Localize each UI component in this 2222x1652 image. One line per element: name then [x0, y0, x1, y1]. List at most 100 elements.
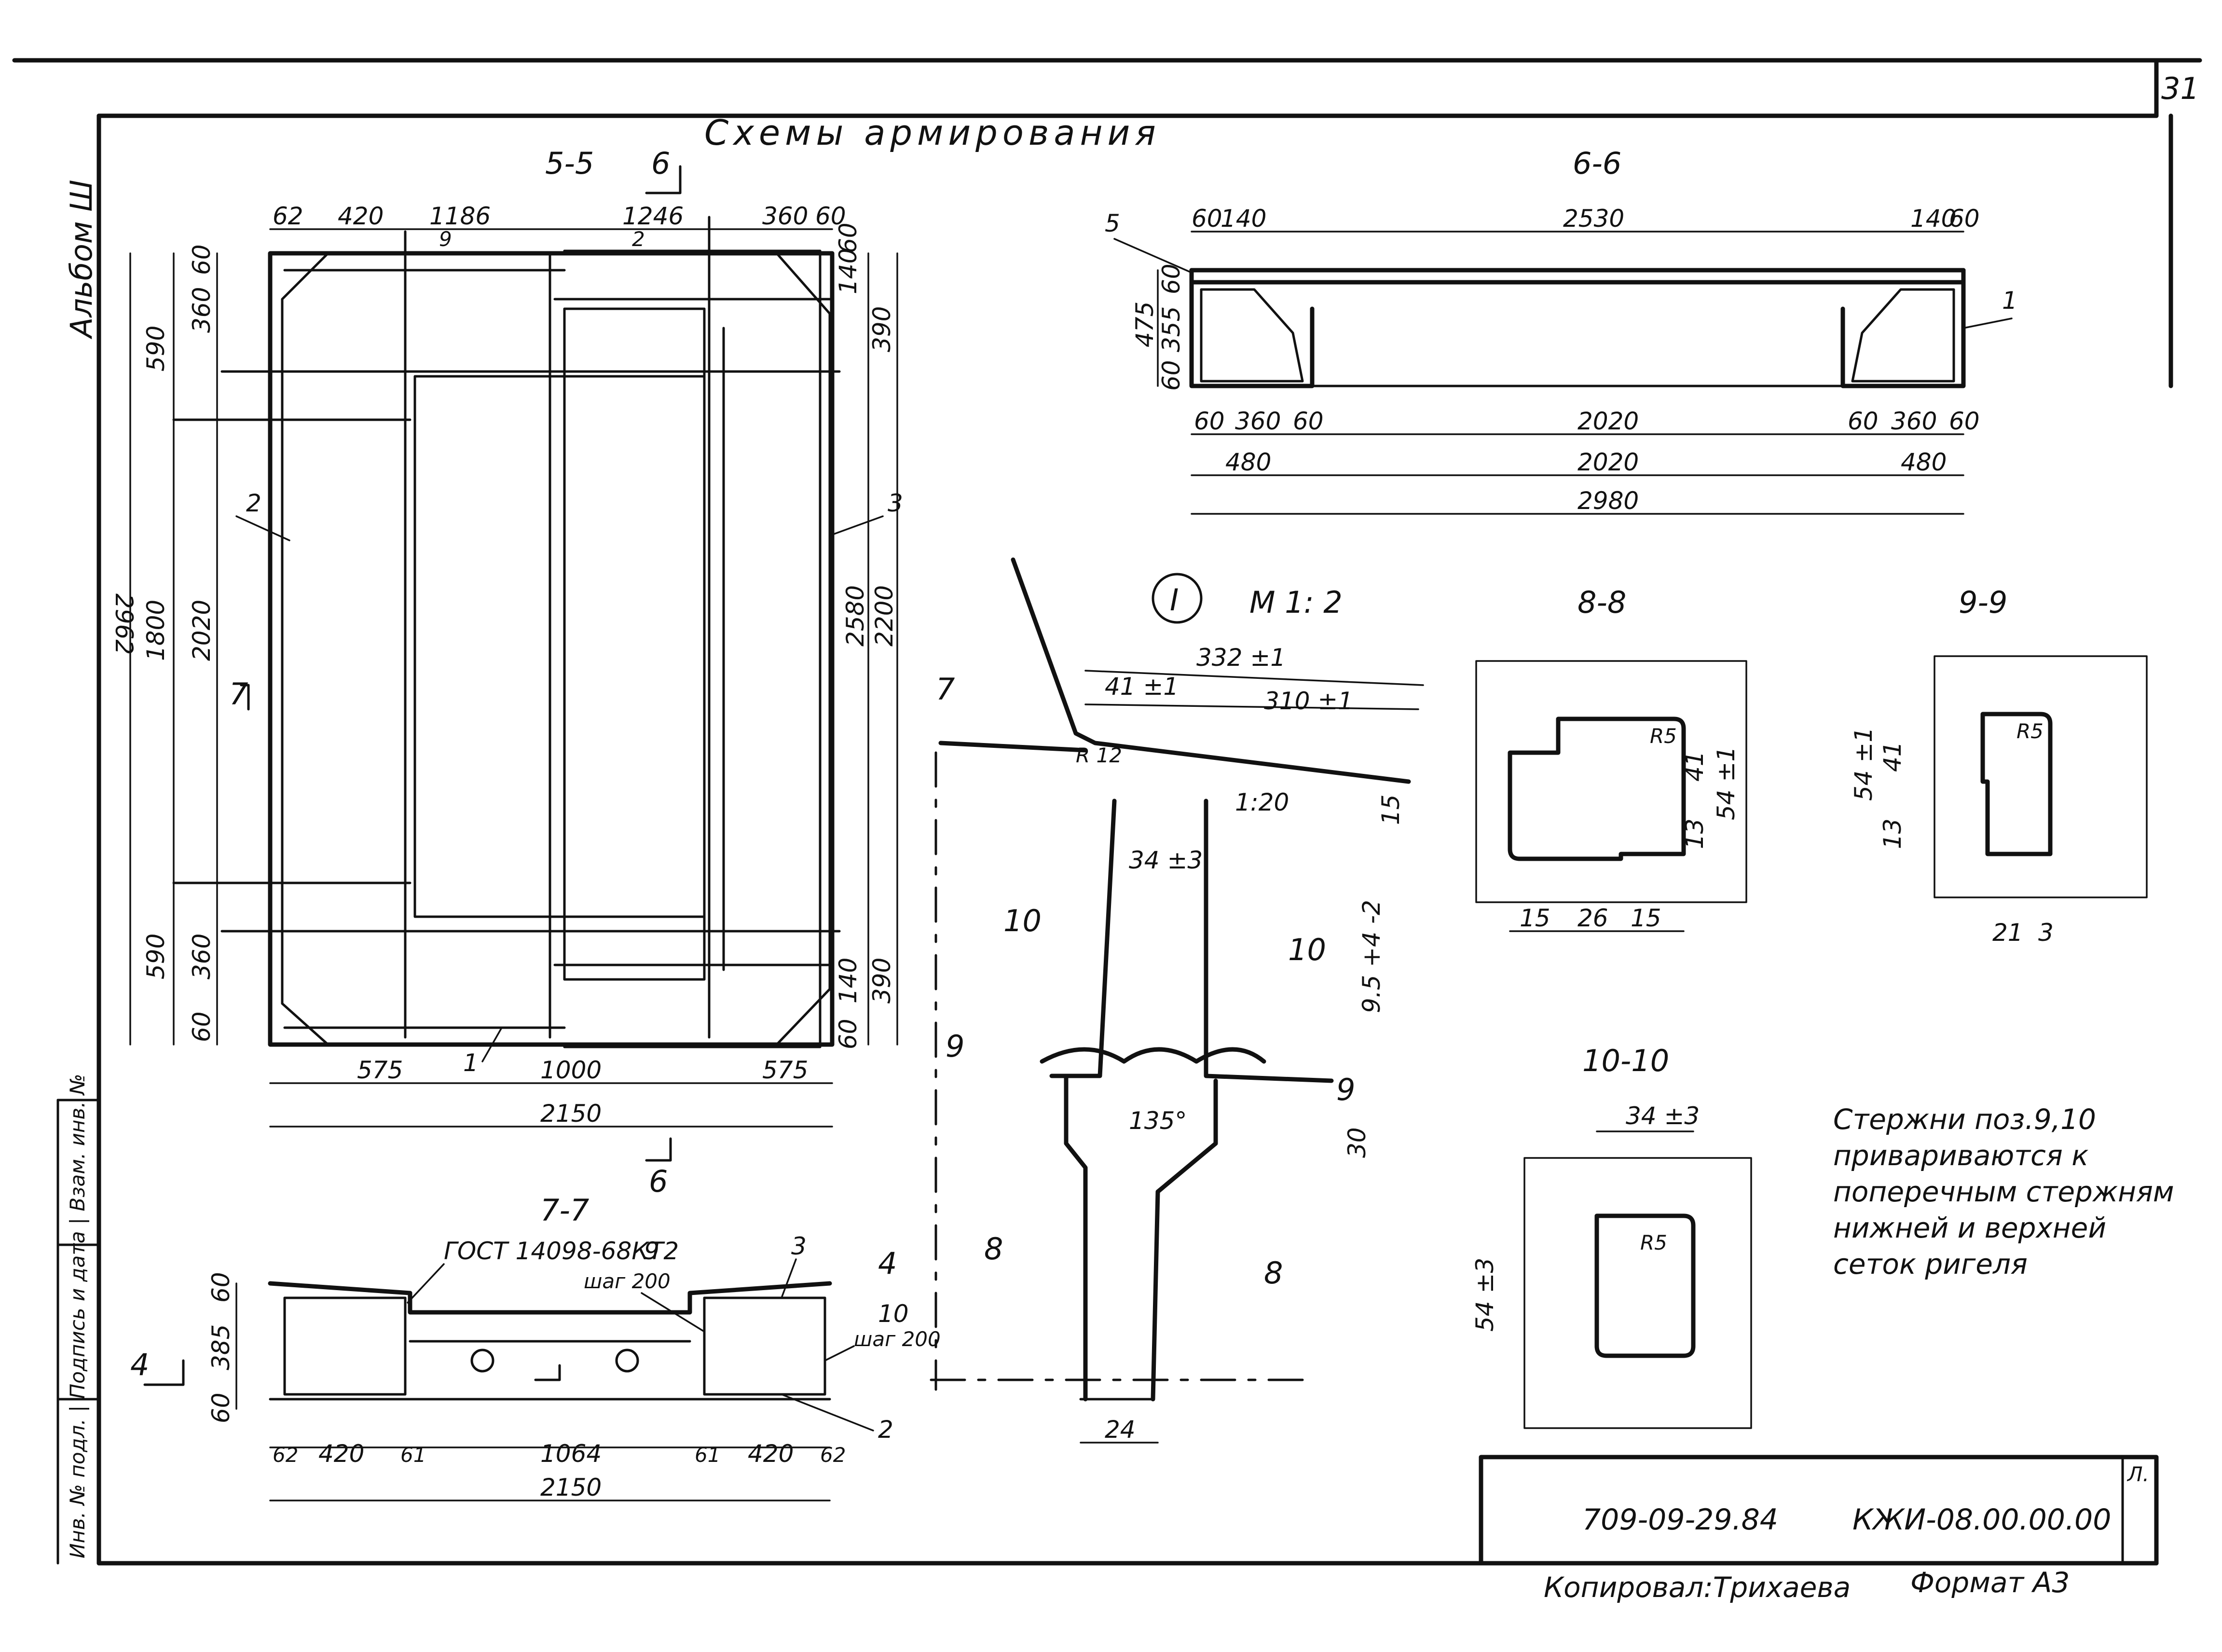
s55-right-dim-140a: 140: [834, 248, 862, 294]
node-cut-9b: 9: [1336, 1072, 1355, 1107]
s1010-34: 34 ±3: [1626, 1102, 1700, 1130]
s55-top-dim-5: 360: [762, 202, 808, 230]
s77-bottom-2: 420: [318, 1440, 364, 1468]
s77-total: 2150: [540, 1473, 602, 1501]
s77-gost: ГОСТ 14098-68КТ2: [444, 1237, 679, 1265]
section-9-9-label: 9-9: [1959, 585, 2007, 620]
section-8-8: 8-8 R5 41 54 ±1 13 15 26 15: [1475, 585, 1747, 932]
s66-top-dim-2: 140: [1221, 205, 1266, 233]
s77-bottom-3: 61: [400, 1443, 426, 1467]
s77-cut-4b: 4: [878, 1246, 897, 1281]
node-cut-8a: 8: [984, 1231, 1003, 1267]
node-dim-15: 15: [1377, 794, 1405, 825]
s66-row2-3: 480: [1901, 448, 1947, 476]
s55-left-dim-360b: 360: [188, 287, 216, 333]
section-6-6: 6-6 60 140 2530 140 60 475 60 355 60 60 …: [1105, 146, 2017, 515]
s66-row1-6: 360: [1891, 407, 1937, 435]
s55-left-dim-590b: 590: [142, 934, 170, 979]
section-9-9: 9-9 R5 54 ±1 41 13 21 3: [1850, 585, 2148, 947]
title-block: Л. 709-09-29.84 КЖИ-08.00.00.00: [1479, 1455, 2159, 1566]
note-line-5: сеток ригеля: [1833, 1248, 2028, 1280]
node-dim-310: 310 ±1: [1264, 687, 1353, 715]
s55-right-dim-60a: 60: [834, 222, 862, 253]
s66-row2-1: 480: [1225, 448, 1271, 476]
s66-left-dim-3: 355: [1157, 306, 1185, 352]
stamp-code-1: 709-09-29.84: [1582, 1503, 1778, 1537]
s77-note-2: 2: [878, 1416, 893, 1444]
node-dim-41: 41 ±1: [1105, 673, 1179, 701]
s88-13: 13: [1681, 818, 1709, 849]
node-cut-8b: 8: [1264, 1255, 1283, 1291]
s55-bottom-dim-2: 1000: [540, 1056, 602, 1084]
stamp-sheet-mark: Л.: [2126, 1462, 2149, 1486]
node-dim-24: 24: [1105, 1416, 1136, 1444]
s55-left-dim-60b: 60: [188, 244, 216, 275]
s55-right-dim-2200: 2200: [870, 585, 898, 647]
s77-note-3: 3: [791, 1232, 807, 1260]
s55-side-cut-mark: 7: [229, 676, 248, 712]
s88-41: 41: [1681, 751, 1709, 782]
node-dim-30: 30: [1343, 1127, 1371, 1158]
s77-bottom-7: 62: [820, 1443, 846, 1467]
s55-left-dim-2020: 2020: [188, 600, 216, 661]
s66-row1-7: 60: [1949, 407, 1980, 435]
s99-r5: R5: [2016, 719, 2044, 743]
page-number: 31: [2161, 71, 2199, 106]
s66-left-dim-2: 60: [1157, 360, 1185, 391]
s77-cut-4a: 4: [130, 1347, 149, 1382]
left-stamp: Инв. № подл. | Подпись и дата | Взам. ин…: [66, 1074, 89, 1558]
node-dim-34: 34 ±3: [1129, 846, 1203, 874]
s55-top-dim-6: 60: [815, 202, 846, 230]
s66-row1-5: 60: [1848, 407, 1879, 435]
node-I: I М 1: 2 332 ±1 41 ±1 310 ±1 R 12 1:20 1…: [930, 557, 1424, 1444]
s99-41: 41: [1879, 741, 1907, 772]
node-cut-9a: 9: [946, 1029, 964, 1064]
node-dim-135: 135°: [1129, 1107, 1187, 1135]
s55-right-dim-390b: 390: [868, 958, 896, 1004]
s77-note-9: 9: [644, 1237, 659, 1265]
section-7-7: 7-7 ГОСТ 14098-68КТ2 9 шаг 200 3 10 шаг …: [130, 1193, 941, 1501]
cut-6-top-mark: 6: [651, 146, 670, 181]
note-line-3: поперечным стержням: [1833, 1175, 2174, 1208]
s55-top-sub-2: 2: [632, 227, 645, 251]
section-7-7-label: 7-7: [540, 1193, 589, 1228]
stamp-code-2: КЖИ-08.00.00.00: [1852, 1503, 2111, 1537]
s55-left-dim-60a: 60: [188, 1011, 216, 1042]
s55-top-dim-2: 420: [338, 202, 384, 230]
s55-top-dim-1: 62: [273, 202, 303, 230]
section-5-5-label: 5-5: [545, 146, 594, 181]
s55-callout-3: 3: [888, 489, 903, 517]
s55-bottom-dim-1: 575: [357, 1056, 403, 1084]
s55-top-dim-4: 1246: [622, 202, 684, 230]
s66-row1-3: 60: [1293, 407, 1324, 435]
s55-left-dim-total: 2962: [110, 593, 138, 655]
node-dim-slope: 1:20: [1235, 788, 1289, 816]
s99-3: 3: [2038, 919, 2054, 947]
s77-left-60a: 60: [207, 1272, 235, 1303]
s77-bottom-5: 61: [695, 1443, 720, 1467]
s99-13: 13: [1879, 818, 1907, 849]
footer-copied: Копировал:Трихаева: [1544, 1571, 1851, 1604]
section-10-10: 10-10 34 ±3 R5 54 ±3: [1471, 1043, 1752, 1429]
s55-right-dim-60b: 60: [834, 1019, 862, 1049]
node-dim-95: 9.5 +4 -2: [1358, 900, 1385, 1013]
s55-right-dim-2580: 2580: [841, 585, 869, 647]
s66-top-dim-1: 60: [1192, 205, 1222, 233]
node-dim-332: 332 ±1: [1196, 644, 1286, 672]
s55-right-dim-390a: 390: [868, 306, 896, 352]
s66-total: 2980: [1577, 487, 1639, 515]
s55-left-dim-360a: 360: [188, 934, 216, 979]
s55-left-dim-590a: 590: [142, 326, 170, 372]
s99-54: 54 ±1: [1850, 727, 1878, 801]
node-cut-10a: 10: [1003, 903, 1042, 938]
s66-left-dim-1: 475: [1131, 302, 1159, 347]
node-cut-7: 7: [936, 672, 955, 707]
s66-row1-4: 2020: [1577, 407, 1639, 435]
section-8-8-label: 8-8: [1577, 585, 1626, 620]
s77-bottom-4: 1064: [540, 1440, 602, 1468]
s55-bottom-dim-3: 575: [762, 1056, 808, 1084]
s55-top-dim-3: 1186: [429, 202, 491, 230]
node-dim-r12: R 12: [1076, 743, 1122, 767]
s55-total-width: 2150: [540, 1100, 602, 1128]
s55-right-dim-140b: 140: [834, 958, 862, 1004]
